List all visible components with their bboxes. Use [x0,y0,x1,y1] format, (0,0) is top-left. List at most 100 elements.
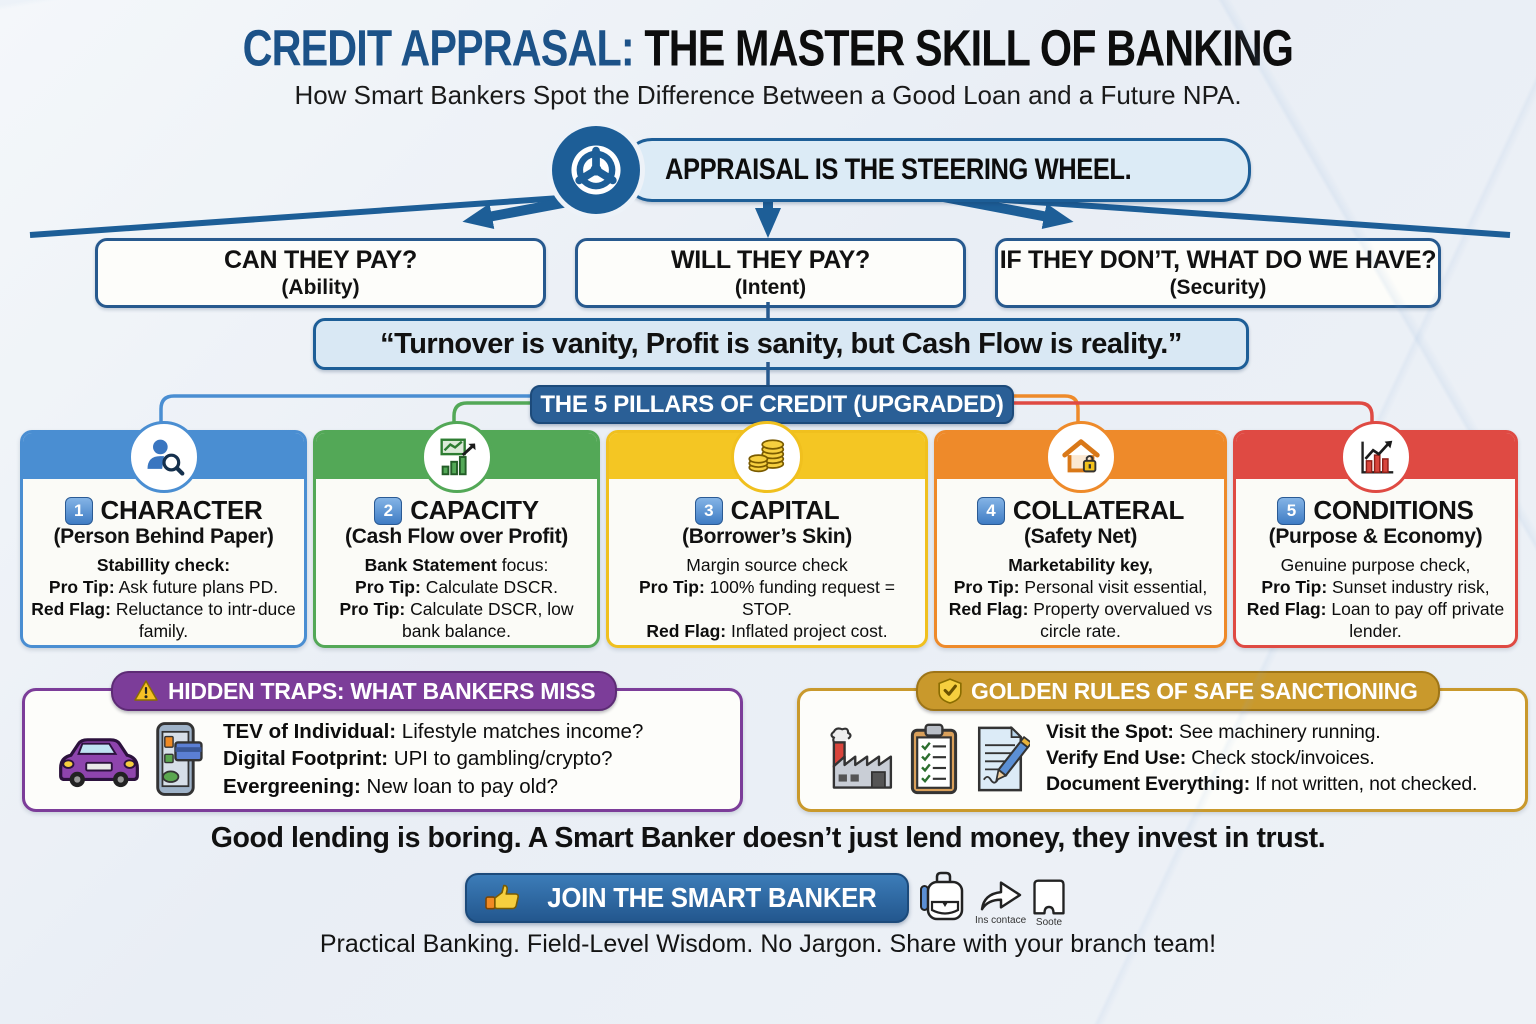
number-badge: 2 [374,496,403,525]
hidden-traps-header: HIDDEN TRAPS: WHAT BANKERS MISS [111,671,618,711]
hidden-traps-lines: TEV of Individual: Lifestyle matches inc… [223,718,643,799]
card-name: COLLATERAL [1012,495,1185,525]
quote-banner: “Turnover is vanity, Profit is sanity, b… [313,318,1249,370]
page-title: CREDIT APPRASAL: THE MASTER SKILL OF BAN… [0,18,1536,77]
thumbs-up-icon [483,882,521,914]
card-line: Red Flag: Property overvalued vs circle … [948,598,1213,641]
bookmark-icon [1030,878,1068,916]
card-line: Genuine purpose check, [1280,555,1471,575]
card-line: Marketability key, [1008,555,1153,575]
coins-icon [731,421,803,493]
trap-line: TEV of Individual: Lifestyle matches inc… [223,720,644,744]
phone-upi-icon [153,721,205,797]
share-label: Ins contace [975,915,1027,926]
question-title: CAN THEY PAY? [224,246,417,274]
check-badge-icon [938,678,962,704]
golden-rules-title: GOLDEN RULES OF SAFE SANCTIONING [971,677,1418,704]
bag-icon [918,870,968,922]
pillar-card-capacity: 2 CAPACITY (Cash Flow over Profit) Bank … [313,421,600,648]
card-lines: Margin source check Pro Tip: 100% fundin… [617,555,917,643]
trap-line: Evergreening: New loan to pay old? [223,774,559,798]
card-subname: (Cash Flow over Profit) [345,525,568,548]
golden-rules-body: Visit the Spot: See machinery running. V… [800,709,1525,809]
card-name: CAPITAL [730,495,840,525]
trap-line: Digital Footprint: UPI to gambling/crypt… [223,747,613,771]
golden-rules-box: GOLDEN RULES OF SAFE SANCTIONING [797,671,1528,812]
card-line: Stabillity check: [96,555,231,575]
card-line: Pro Tip: Calculate DSCR, low bank balanc… [339,598,574,641]
steering-banner: APPRAISAL IS THE STEERING WHEEL. [552,126,1251,214]
card-title: 1 CHARACTER [23,495,304,526]
card-lines: Stabillity check: Pro Tip: Ask future pl… [31,555,296,643]
card-name: CAPACITY [410,495,539,525]
question-subtitle: (Intent) [734,276,807,299]
car-icon [53,727,145,791]
card-line: Pro Tip: 100% funding request = STOP. [638,576,895,619]
rule-line: Document Everything: If not written, not… [1046,772,1478,795]
person-search-icon [127,421,200,493]
card-line: Red Flag: Loan to pay off private lender… [1246,598,1505,641]
trend-chart-icon [1339,421,1412,493]
card-name: CONDITIONS [1313,495,1474,525]
join-cta-button[interactable]: JOIN THE SMART BANKER [465,873,909,923]
tagline: Practical Banking. Field-Level Wisdom. N… [319,930,1217,958]
house-lock-icon [1044,421,1117,493]
number-badge: 5 [1277,496,1306,525]
save-button[interactable]: Soote [1030,878,1068,928]
number-badge: 4 [976,496,1005,525]
title-rest: THE MASTER SKILL OF BANKING [633,18,1294,77]
hidden-traps-body: TEV of Individual: Lifestyle matches inc… [25,709,740,809]
card-subname: (Person Behind Paper) [53,525,274,548]
closing-statement: Good lending is boring. A Smart Banker d… [210,822,1326,854]
card-line: Margin source check [686,555,848,575]
card-line: Pro Tip: Calculate DSCR. [355,576,558,597]
card-name: CHARACTER [100,495,263,525]
rule-line: Visit the Spot: See machinery running. [1046,721,1381,744]
document-pencil-icon [970,724,1030,794]
warning-icon [133,679,159,703]
card-line: Bank Statement focus: [364,555,549,575]
card-lines: Genuine purpose check, Pro Tip: Sunset i… [1244,555,1507,643]
question-subtitle: (Security) [1169,276,1267,299]
factory-icon [822,725,898,793]
join-cta-label: JOIN THE SMART BANKER [547,882,877,913]
hidden-traps-title: HIDDEN TRAPS: WHAT BANKERS MISS [168,677,596,704]
card-subname: (Safety Net) [1023,525,1138,548]
checklist-clipboard-icon [906,723,962,795]
share-button[interactable]: Ins contace [975,876,1026,926]
card-title: 4 COLLATERAL [937,495,1224,526]
steering-label-pill: APPRAISAL IS THE STEERING WHEEL. [622,138,1251,202]
number-badge: 1 [64,496,93,525]
share-arrow-icon [977,876,1025,914]
bag-button[interactable] [918,870,968,922]
hidden-traps-box: HIDDEN TRAPS: WHAT BANKERS MISS [22,671,743,812]
pillar-card-character: 1 CHARACTER (Person Behind Paper) Stabil… [20,421,307,648]
save-label: Soote [1035,917,1063,928]
card-line: Red Flag: Inflated project cost. [646,620,888,641]
card-line: Pro Tip: Ask future plans PD. [48,576,279,597]
pillar-card-collateral: 4 COLLATERAL (Safety Net) Marketability … [934,421,1227,648]
card-line: Red Flag: Reluctance to intr-duce family… [31,598,296,641]
steering-wheel-icon [552,126,640,214]
title-highlight: CREDIT APPRASAL: [242,18,635,77]
card-lines: Marketability key, Pro Tip: Personal vis… [945,555,1216,643]
question-title: IF THEY DON’T, WHAT DO WE HAVE? [999,246,1437,274]
question-box-intent: WILL THEY PAY? (Intent) [575,238,966,308]
pillar-card-capital: 3 CAPITAL (Borrower’s Skin) Margin sourc… [606,421,928,648]
question-box-security: IF THEY DON’T, WHAT DO WE HAVE? (Securit… [995,238,1441,308]
growth-chart-icon [420,421,493,493]
page-subtitle: How Smart Bankers Spot the Difference Be… [294,80,1242,110]
card-line: Pro Tip: Personal visit essential, [953,576,1208,597]
question-title: WILL THEY PAY? [670,246,871,274]
card-title: 5 CONDITIONS [1236,495,1515,526]
rule-line: Verify End Use: Check stock/invoices. [1046,747,1375,770]
golden-rules-header: GOLDEN RULES OF SAFE SANCTIONING [916,671,1440,711]
steering-label: APPRAISAL IS THE STEERING WHEEL. [665,153,1132,186]
question-box-ability: CAN THEY PAY? (Ability) [95,238,546,308]
pillar-card-conditions: 5 CONDITIONS (Purpose & Economy) Genuine… [1233,421,1518,648]
card-subname: (Purpose & Economy) [1268,525,1483,548]
pillars-header: THE 5 PILLARS OF CREDIT (UPGRADED) [530,385,1014,424]
card-title: 2 CAPACITY [316,495,597,526]
card-line: Pro Tip: Sunset industry risk, [1261,576,1490,597]
